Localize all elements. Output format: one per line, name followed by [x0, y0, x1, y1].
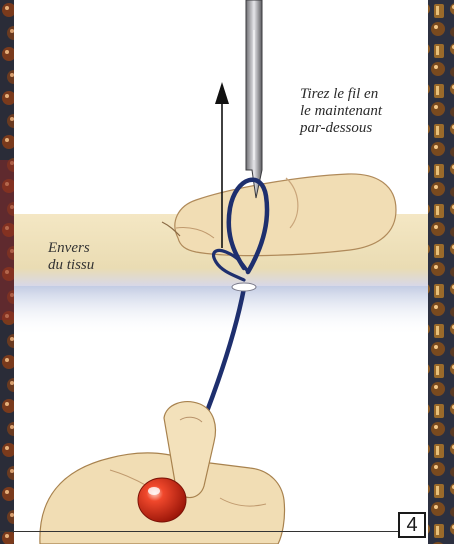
bottom-rule: [0, 531, 398, 532]
fabric-caption: Envers du tissu: [48, 240, 138, 274]
bead-icon: [138, 478, 186, 522]
lower-hand: [40, 402, 285, 544]
needle-icon: [246, 0, 262, 198]
instruction-caption: Tirez le fil en le maintenant par-dessou…: [300, 86, 420, 137]
instruction-line-1: Tirez le fil en: [300, 86, 420, 103]
right-bead-border: [428, 0, 454, 544]
fabric-label-line-1: Envers: [48, 240, 138, 257]
instruction-line-3: par-dessous: [300, 120, 420, 137]
fabric-shadow: [14, 286, 428, 336]
step-number-badge: 4: [398, 512, 426, 538]
finger: [162, 174, 396, 256]
step-number: 4: [406, 514, 417, 537]
fabric-hole: [232, 283, 256, 291]
fabric-label-line-2: du tissu: [48, 257, 138, 274]
instruction-line-2: le maintenant: [300, 103, 420, 120]
